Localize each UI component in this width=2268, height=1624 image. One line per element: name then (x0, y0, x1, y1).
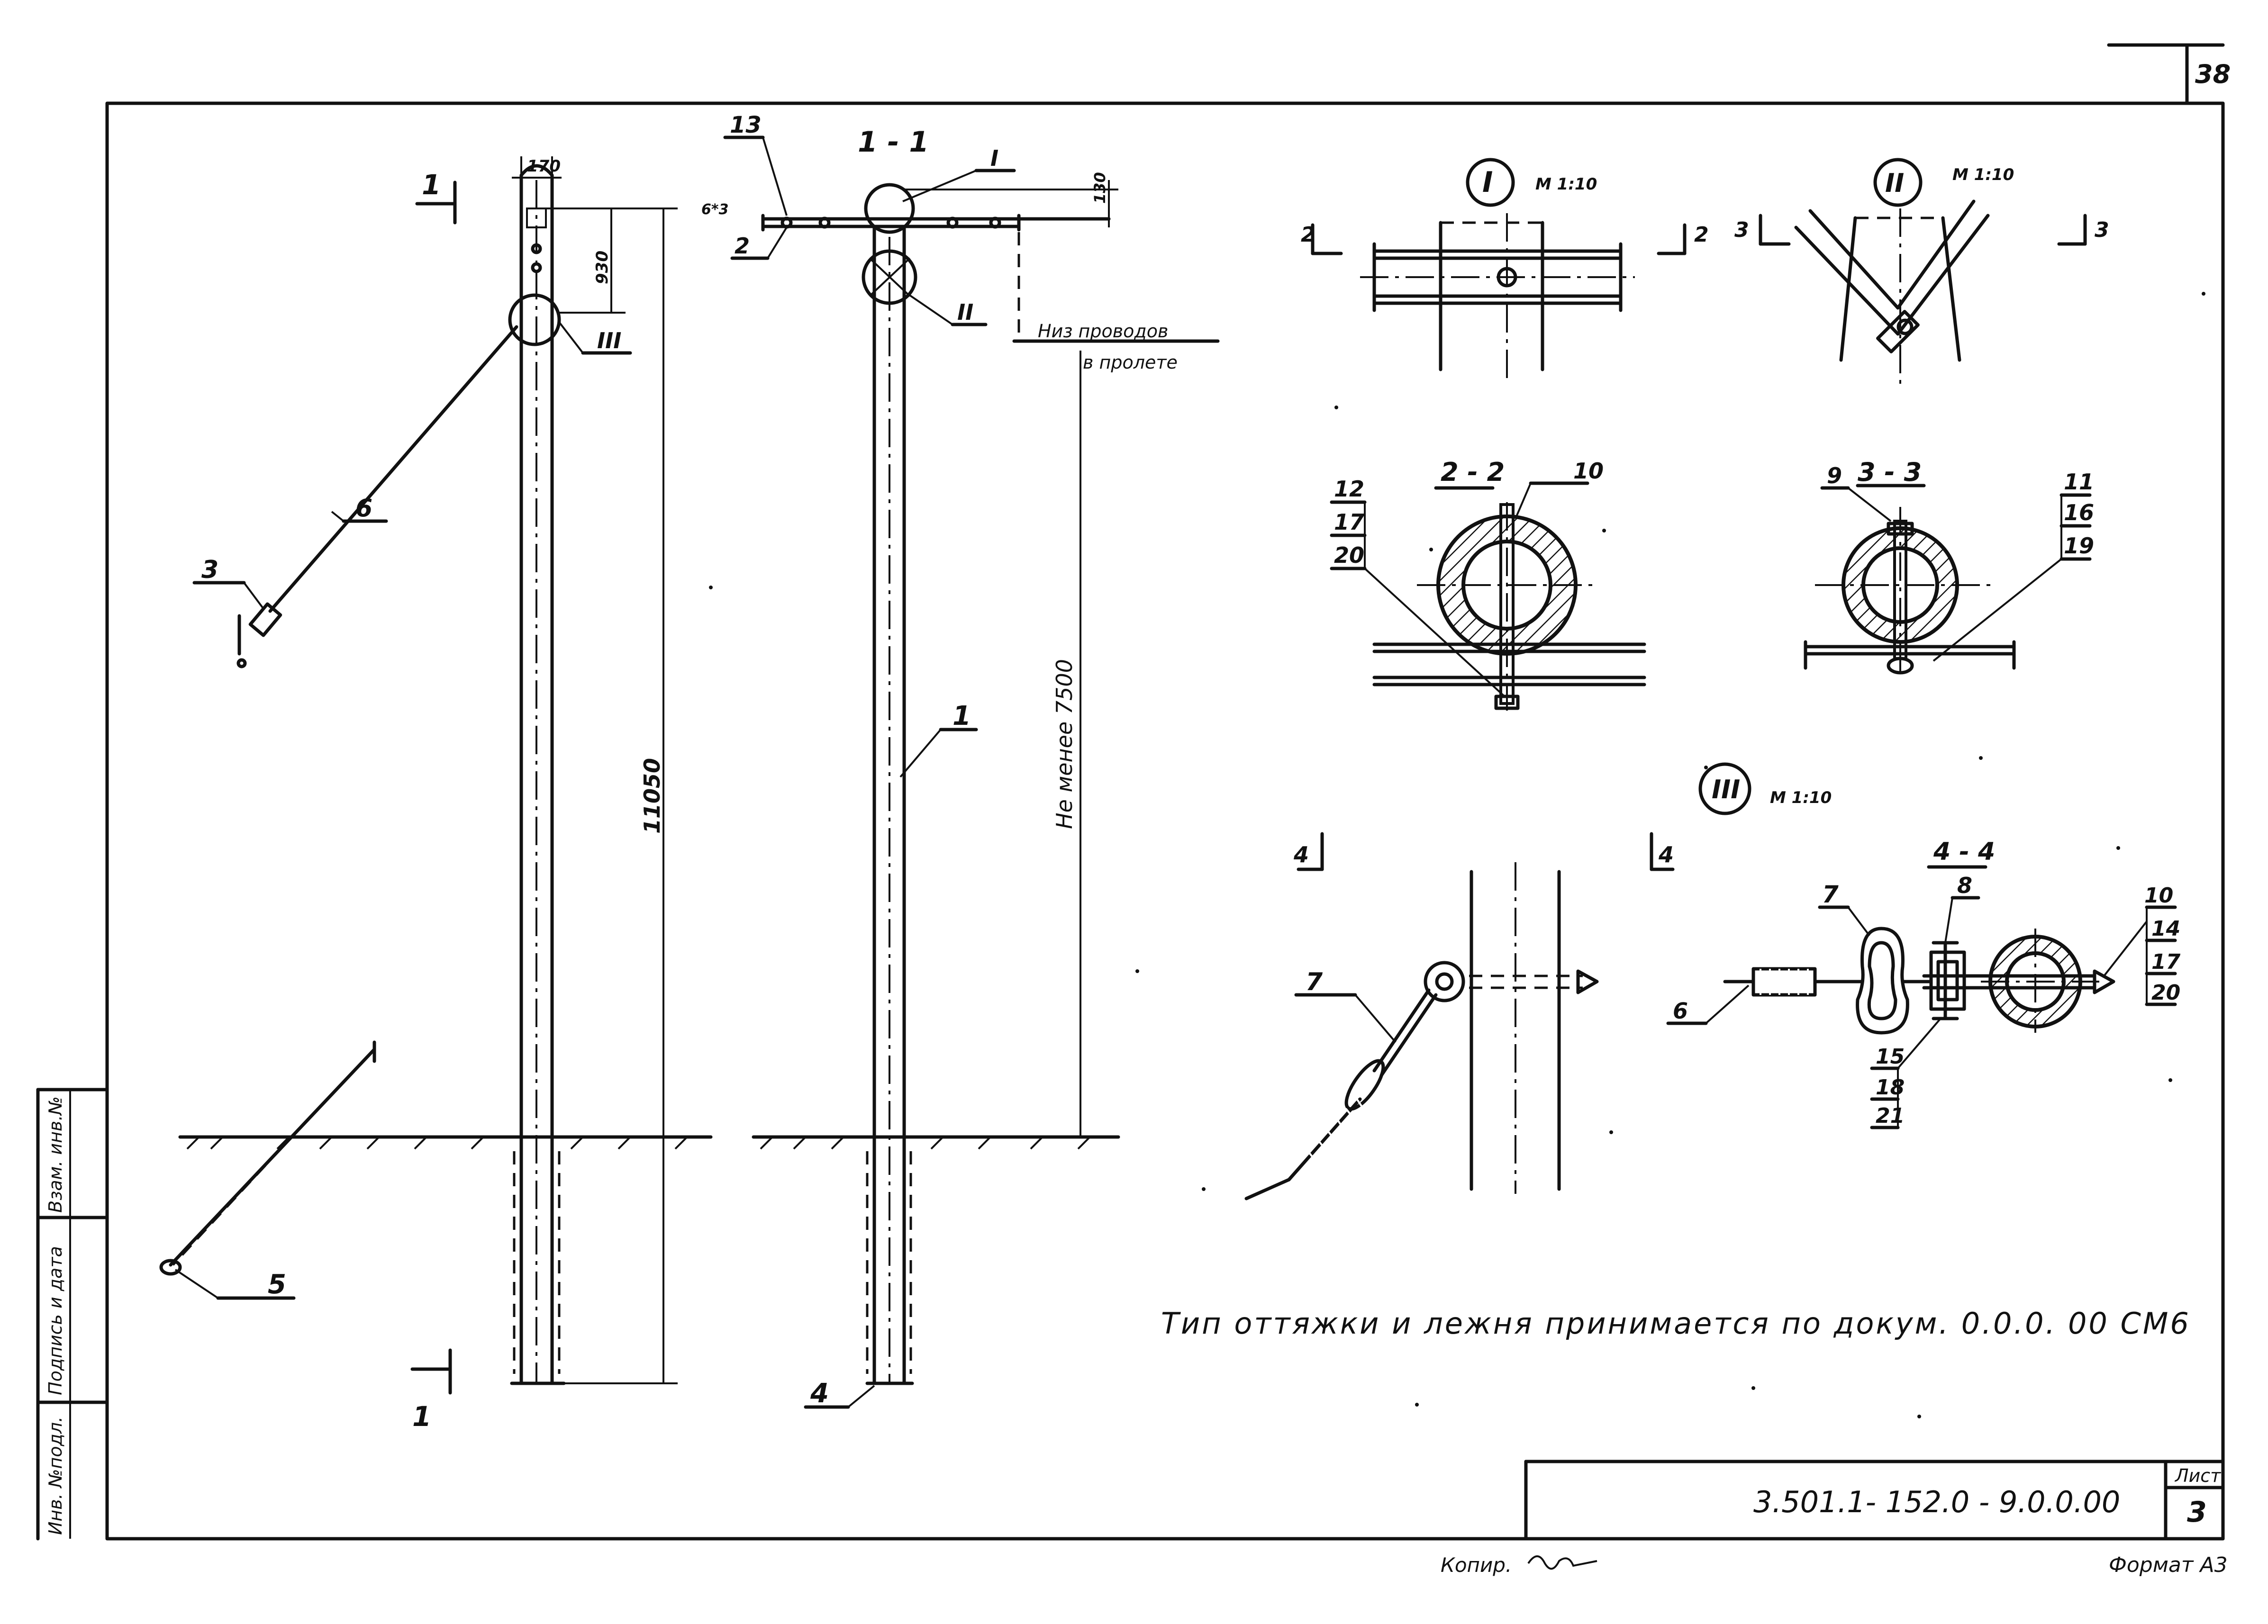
detail-i-view (1311, 158, 1687, 379)
detail-iii-mark: III (1712, 775, 1740, 804)
stamp-sign: Подпись и дата (45, 1246, 66, 1395)
detail-ii-view (1759, 158, 2087, 388)
section-4-4-callout-b1: 15 (1876, 1045, 1905, 1069)
detail-ii-cut-left: 3 (1734, 218, 1749, 242)
min-clearance: Не менее 7500 (1052, 659, 1077, 829)
main-callout-guy: 6 (355, 494, 372, 523)
section-2-2-callout-3: 20 (1334, 542, 1364, 568)
copier-signature (1527, 1555, 1597, 1570)
section-dim-top: 130 (1091, 172, 1109, 204)
frame (36, 43, 2225, 1541)
detail-i-cut-right: 2 (1694, 223, 1709, 247)
section-4-4-callout-r3: 17 (2151, 950, 2181, 974)
section-4-4-callout-b2: 18 (1876, 1075, 1905, 1100)
main-dim-top: 170 (527, 157, 561, 176)
main-view-pole (159, 156, 713, 1395)
detail-iii-callout-turnbuckle: 7 (1306, 968, 1323, 996)
detail-i-scale: М 1:10 (1535, 175, 1597, 194)
detail-i-cut-left: 2 (1301, 223, 1315, 247)
node-i-circle (864, 183, 915, 234)
detail-iii-view (1244, 762, 1751, 1200)
section-2-2-view (1330, 481, 1646, 711)
section-3-3-title: 3 - 3 (1858, 457, 1922, 487)
section-callout-node-i: I (990, 145, 998, 171)
sheet-label: Лист (2174, 1465, 2222, 1486)
section-2-2-callout-1: 12 (1334, 476, 1364, 502)
copied-label: Копир. (1441, 1553, 1512, 1577)
section-callout-crossarm: 13 (730, 112, 762, 138)
section-3-3-callout-2: 11 (2064, 469, 2094, 495)
detail-i-mark: I (1482, 166, 1493, 199)
stamp-replace: Взам. инв.№ (45, 1096, 66, 1213)
section-3-3-callout-3: 16 (2064, 500, 2094, 525)
section-view-pole (723, 135, 1220, 1409)
scan-specks (709, 292, 2205, 1418)
section-4-4-callout-guy: 6 (1673, 998, 1688, 1024)
main-node-mark: III (597, 328, 621, 353)
detail-ii-mark: II (1885, 168, 1904, 198)
note-text: Тип оттяжки и лежня принимается по докум… (1161, 1306, 2191, 1341)
section-callout-bracket: 2 (735, 233, 750, 259)
section-2-2-title: 2 - 2 (1441, 457, 1505, 487)
wire-note-1: Низ проводов (1038, 321, 1168, 342)
main-section-mark-top: 1 (422, 169, 441, 201)
detail-iii-cut-right: 4 (1658, 842, 1674, 867)
detail-iii-scale: М 1:10 (1770, 788, 1832, 807)
section-4-4-callout-r1: 10 (2144, 884, 2173, 908)
format-label: Формат А3 (2109, 1553, 2228, 1577)
node-iii-circle (508, 293, 561, 346)
detail-ii-cut-right: 3 (2095, 218, 2109, 242)
guy-wire (268, 325, 518, 613)
anchor-plate (159, 1259, 182, 1276)
section-callout-node-ii: II (957, 299, 973, 325)
section-2-2-callout-4: 10 (1573, 458, 1604, 484)
sheet-number: 3 (2187, 1496, 2207, 1529)
document-code: 3.501.1- 152.0 - 9.0.0.00 (1753, 1485, 2120, 1519)
section-3-3-callout-4: 19 (2064, 533, 2094, 559)
wire-note-2: в пролете (1083, 352, 1178, 373)
section-3-3-view (1804, 484, 2092, 677)
section-title: 1 - 1 (858, 126, 929, 159)
section-dim-offset: 6*3 (701, 201, 728, 218)
stamp-inv: Инв. №подл. (45, 1416, 66, 1535)
guy-insulator (248, 602, 282, 637)
section-4-4-callout-r4: 20 (2151, 981, 2180, 1005)
section-4-4-callout-b3: 21 (1876, 1104, 1905, 1128)
section-4-4-callout-turnbuckle: 7 (1822, 881, 1839, 908)
main-section-mark-bottom: 1 (412, 1400, 431, 1433)
section-callout-pole: 1 (953, 701, 971, 731)
section-callout-footing: 4 (810, 1378, 829, 1409)
detail-iii-cut-left: 4 (1293, 842, 1309, 867)
section-4-4-title: 4 - 4 (1933, 838, 1995, 866)
section-4-4-callout-clamp: 8 (1957, 873, 1972, 898)
section-3-3-callout-1: 9 (1827, 463, 1842, 488)
main-callout-insulator: 3 (201, 556, 218, 584)
detail-ii-scale: М 1:10 (1952, 165, 2014, 184)
node-ii-circle (862, 249, 917, 305)
section-2-2-callout-2: 17 (1334, 509, 1364, 535)
main-dim-upper: 930 (593, 251, 612, 284)
corner-number: 38 (2195, 59, 2231, 89)
section-4-4-view (1666, 865, 2177, 1129)
main-dim-height: 11050 (639, 758, 665, 834)
section-4-4-callout-r2: 14 (2151, 917, 2180, 941)
main-callout-anchor: 5 (268, 1269, 286, 1300)
